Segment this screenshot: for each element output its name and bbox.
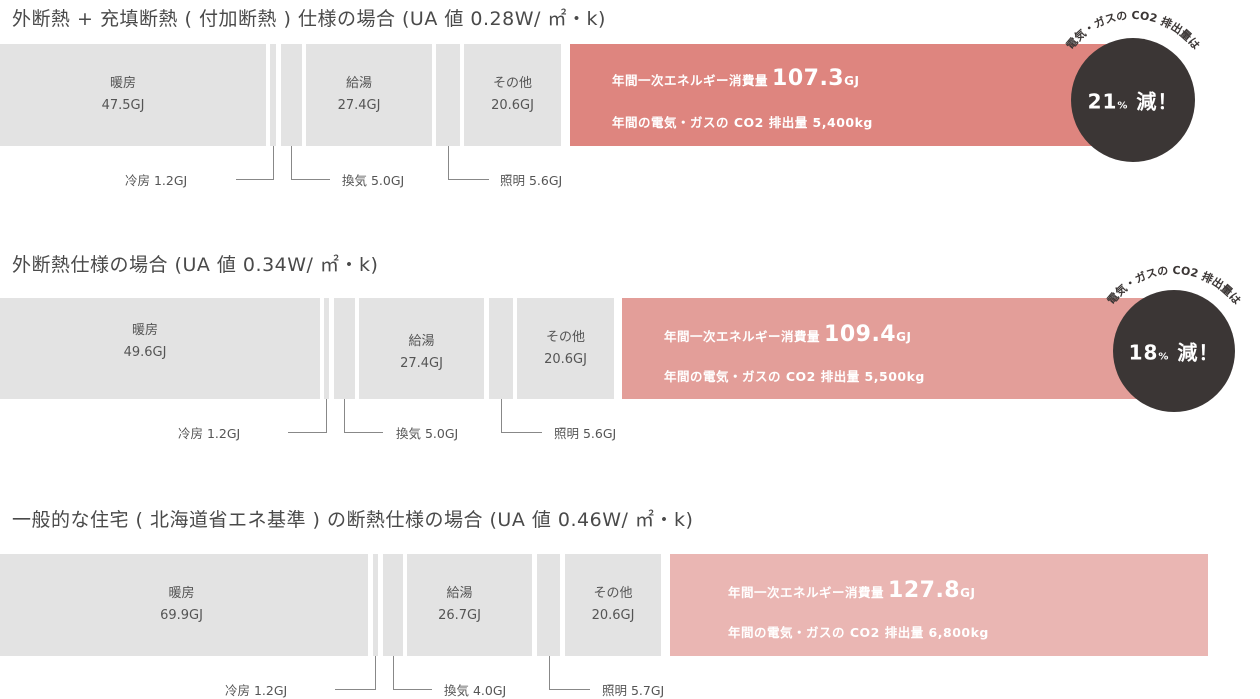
total-unit: GJ [844,74,860,88]
badge-suffix: 減！ [1177,340,1220,365]
cooling-label: 冷房 1.2GJ [225,683,288,698]
row1-cooling-segment [270,44,276,146]
row3-other-segment: その他 20.6GJ [565,554,661,656]
hot-water-value: 27.4GJ [337,98,381,113]
row3-lighting-segment [537,554,560,656]
total-prefix: 年間一次エネルギー消費量 [664,329,821,344]
ventilation-leader-line [344,399,383,433]
co2-line: 年間の電気・ガスの CO2 排出量 5,500kg [664,369,925,384]
cooling-leader-line [326,399,327,432]
lighting-label: 照明 5.6GJ [500,173,563,188]
total-prefix: 年間一次エネルギー消費量 [612,73,769,88]
cooling-leader-line [273,146,274,179]
heating-value: 49.6GJ [123,345,167,361]
badge-pct: 18 [1128,340,1159,365]
cooling-leader-line [236,179,274,180]
row1-heating-segment: 暖房 47.5GJ [0,44,266,146]
row1-co2-reduction-badge: 21% 減！ [1071,38,1195,162]
row2-badge-arc-text: 電気・ガスの CO2 排出量は [1105,264,1243,307]
other-value: 20.6GJ [544,351,587,367]
other-value: 20.6GJ [491,98,534,113]
hot-water-label: 給湯 [446,586,473,601]
lighting-label: 照明 5.7GJ [602,683,665,698]
badge-pct-unit: % [1117,100,1129,112]
row1-lighting-segment [436,44,460,146]
ventilation-label: 換気 5.0GJ [342,173,405,188]
ventilation-leader-line [393,656,432,690]
heating-value: 47.5GJ [101,98,145,113]
cooling-leader-line [335,689,376,690]
badge-pct-unit: % [1158,351,1170,363]
total-value: 109.4 [824,322,897,347]
total-value: 127.8 [888,578,961,603]
row2-other-segment: その他 20.6GJ [517,298,614,399]
total-unit: GJ [896,330,912,344]
heating-value: 69.9GJ [160,608,203,623]
total-value: 107.3 [772,66,845,91]
lighting-leader-line [501,399,542,433]
ventilation-label: 換気 5.0GJ [396,426,459,441]
svg-text:電気・ガスの CO2 排出量は: 電気・ガスの CO2 排出量は [1064,9,1202,52]
row2-ventilation-segment [334,298,355,399]
ventilation-leader-line [291,146,330,180]
row3-title: 一般的な住宅 ( 北海道省エネ基準 ) の断熱仕様の場合 (UA 値 0.46W… [12,509,694,531]
lighting-leader-line [448,146,489,180]
cooling-leader-line [375,656,376,689]
cooling-label: 冷房 1.2GJ [125,173,188,188]
row2-lighting-segment [489,298,513,399]
row1-hot-water-segment: 給湯 27.4GJ [306,44,432,146]
total-unit: GJ [960,586,976,600]
other-label: その他 [593,586,633,601]
heating-label: 暖房 [109,76,136,91]
lighting-leader-line [549,656,590,690]
row1-badge-arc-text: 電気・ガスの CO2 排出量は [1064,9,1202,52]
heating-label: 暖房 [168,586,195,601]
row3-cooling-segment [373,554,378,656]
row3-ventilation-segment [383,554,403,656]
row2-co2-reduction-badge: 18% 減！ [1113,290,1235,412]
co2-line: 年間の電気・ガスの CO2 排出量 5,400kg [612,115,873,130]
lighting-label: 照明 5.6GJ [554,426,617,441]
co2-line: 年間の電気・ガスの CO2 排出量 6,800kg [728,625,989,640]
other-label: その他 [492,76,532,91]
row3-heating-segment: 暖房 69.9GJ [0,554,368,656]
row3-hot-water-segment: 給湯 26.7GJ [407,554,532,656]
row2-heating-segment: 暖房 49.6GJ [0,298,320,399]
row1-other-segment: その他 20.6GJ [464,44,561,146]
hot-water-value: 26.7GJ [438,608,481,623]
other-value: 20.6GJ [591,608,635,623]
other-label: その他 [545,329,585,345]
svg-text:電気・ガスの CO2 排出量は: 電気・ガスの CO2 排出量は [1105,264,1243,307]
row2-cooling-segment [324,298,329,399]
hot-water-label: 給湯 [408,333,435,349]
row1-title: 外断熱 + 充填断熱 ( 付加断熱 ) 仕様の場合 (UA 値 0.28W/ ㎡… [12,8,606,30]
badge-suffix: 減！ [1136,89,1179,114]
cooling-label: 冷房 1.2GJ [178,426,241,441]
hot-water-label: 給湯 [345,76,372,91]
row1-ventilation-segment [281,44,302,146]
ventilation-label: 換気 4.0GJ [444,683,507,698]
row2-hot-water-segment: 給湯 27.4GJ [359,298,484,399]
hot-water-value: 27.4GJ [400,355,443,371]
heating-label: 暖房 [131,323,158,339]
total-prefix: 年間一次エネルギー消費量 [728,585,885,600]
row2-title: 外断熱仕様の場合 (UA 値 0.34W/ ㎡・k) [12,254,379,276]
cooling-leader-line [288,432,327,433]
badge-pct: 21 [1087,89,1118,114]
